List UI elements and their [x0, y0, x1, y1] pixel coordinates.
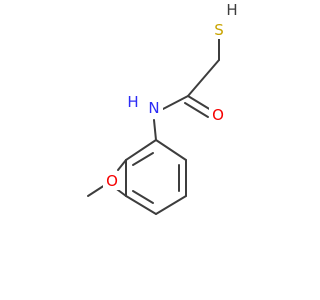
bond-carbonyl-n — [162, 95, 189, 110]
bond-carbonyl-o-1 — [187, 95, 212, 111]
bond-ch2-carbonyl — [187, 59, 220, 97]
ring-double-3 — [132, 152, 154, 166]
nitrogen-label: N — [148, 99, 159, 117]
bond-n-ring — [153, 119, 157, 141]
sulfur-label: S — [214, 21, 224, 39]
ring-bond-6 — [125, 139, 157, 161]
molecule-structure: S H N H O O — [87, 1, 238, 215]
nitrogen-hydrogen-label: H — [127, 93, 138, 111]
ether-oxygen-label: O — [106, 172, 118, 190]
ring-bond-3 — [155, 195, 187, 215]
bond-ring-o — [117, 159, 127, 171]
ring-bond-4 — [125, 195, 157, 215]
bond-o-methyl — [87, 184, 106, 197]
carbonyl-oxygen-label: O — [212, 106, 224, 124]
ring-bond-1 — [155, 139, 187, 161]
structure-canvas: S H N H O O — [87, 1, 238, 215]
bond-carbonyl-o-2 — [184, 102, 209, 118]
atom-labels: S H N H O O — [103, 1, 238, 190]
ring-double-2 — [132, 190, 154, 204]
sulfur-hydrogen-label: H — [226, 1, 237, 19]
